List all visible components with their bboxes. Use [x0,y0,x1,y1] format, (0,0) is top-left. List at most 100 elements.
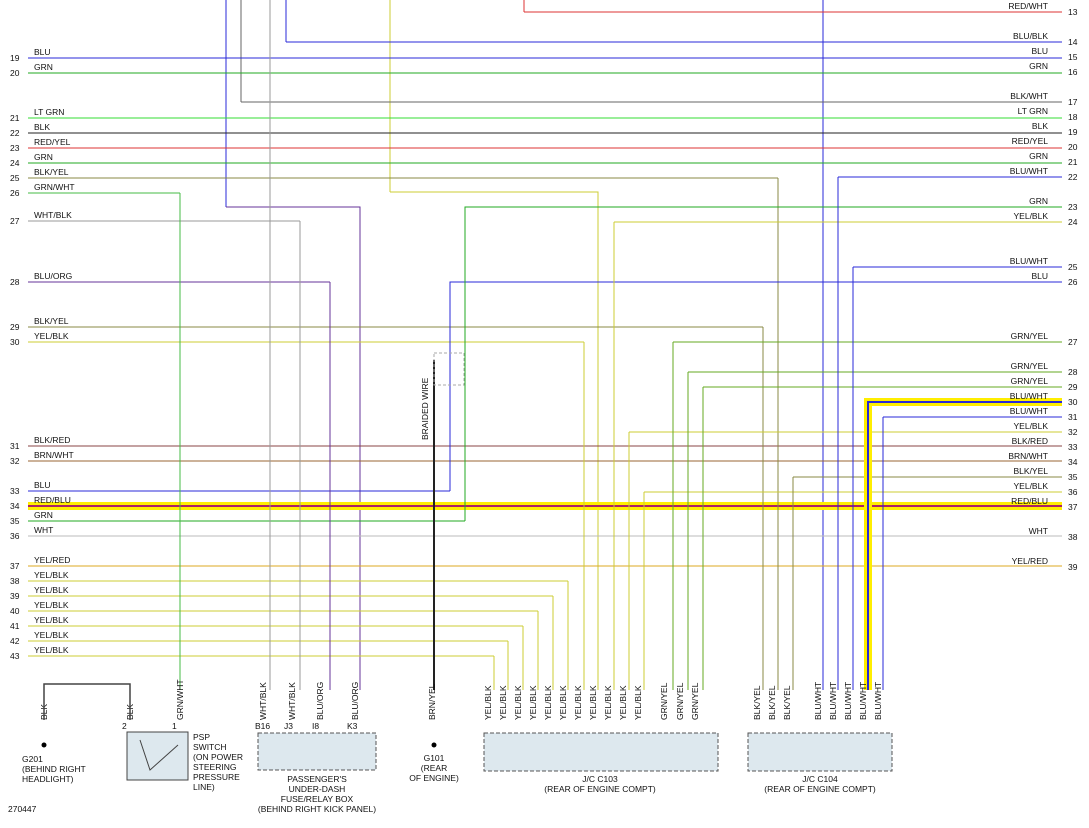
left-wire-label: BLK/RED [34,435,70,445]
jc-c104-label: J/C C104 [802,774,838,784]
right-wire-number: 35 [1068,472,1078,482]
right-wire-number: 16 [1068,67,1078,77]
connector-wire-label: YEL/BLK [588,685,598,720]
jc-c103-label: J/C C103 [582,774,618,784]
right-wire-number: 17 [1068,97,1078,107]
connector-wire-label: YEL/BLK [618,685,628,720]
right-wire-number: 36 [1068,487,1078,497]
right-wire-number: 33 [1068,442,1078,452]
jc-c103-label: (REAR OF ENGINE COMPT) [544,784,656,794]
left-wire-label: BLU [34,480,51,490]
connector-pin: B16 [255,721,270,731]
connector-wire-label: BRN/YEL [427,683,437,720]
left-wire-number: 36 [10,531,20,541]
right-wire-label: BRN/WHT [1008,451,1048,461]
connector-wire-label: YEL/BLK [573,685,583,720]
g201-label: G201 [22,754,43,764]
jc-c103-box [483,732,719,772]
connector-wire-label-text: YEL/BLK [618,685,628,720]
left-wire-label: GRN [34,152,53,162]
connector-wire-label: WHT/BLK [258,682,268,720]
connector-wire-label: BLK/YEL [752,685,762,720]
g101-label: OF ENGINE) [409,773,459,783]
right-wire-number: 29 [1068,382,1078,392]
left-wire-label: GRN/WHT [34,182,75,192]
left-wire-label: LT GRN [34,107,64,117]
connector-wire-label: GRN/YEL [690,682,700,720]
right-wire-label: BLK/RED [1012,436,1048,446]
connector-wire-label: YEL/BLK [633,685,643,720]
fuse-box-label: (BEHIND RIGHT KICK PANEL) [258,804,376,814]
connector-wire-label: YEL/BLK [483,685,493,720]
left-wire-label: YEL/BLK [34,585,69,595]
connector-wire-label: YEL/BLK [543,685,553,720]
left-wire-label: WHT [34,525,53,535]
right-wire-label: GRN/YEL [1011,361,1049,371]
connector-wire-label-text: BLK/YEL [752,685,762,720]
right-wire-number: 14 [1068,37,1078,47]
right-wire-number: 24 [1068,217,1078,227]
connector-wire-label: BLU/WHT [813,682,823,720]
left-wire-label: YEL/BLK [34,615,69,625]
left-wire-label: YEL/BLK [34,600,69,610]
connector-wire-label: YEL/BLK [603,685,613,720]
left-wire-number: 35 [10,516,20,526]
left-wire-label: YEL/BLK [34,570,69,580]
connector-wire-label-text: WHT/BLK [287,682,297,720]
right-wire-number: 39 [1068,562,1078,572]
right-wire-label: BLK/YEL [1014,466,1049,476]
connector-wire-label-text: BLK/YEL [782,685,792,720]
connector-wire-label-text: BLK/YEL [767,685,777,720]
connector-wire-label: YEL/BLK [528,685,538,720]
connector-pin: K3 [347,721,358,731]
left-wire-number: 32 [10,456,20,466]
left-wire-number: 41 [10,621,20,631]
connector-wire-label-text: BLU/WHT [813,682,823,720]
right-wire-label: GRN/YEL [1011,331,1049,341]
connector-wire-label-text: BLU/WHT [828,682,838,720]
right-wire-label: YEL/BLK [1014,211,1049,221]
connector-wire-label: WHT/BLK [287,682,297,720]
left-wire-label: GRN [34,62,53,72]
left-wire-number: 22 [10,128,20,138]
right-wire-number: 19 [1068,127,1078,137]
right-wire-label: RED/WHT [1008,1,1048,11]
connector-pin: 1 [172,721,177,731]
connector-wire-label-text: YEL/BLK [483,685,493,720]
left-wire-label: WHT/BLK [34,210,72,220]
right-wire-label: BLU [1031,46,1048,56]
right-wire-label: BLU/WHT [1010,256,1048,266]
left-wire-number: 29 [10,322,20,332]
right-wire-number: 22 [1068,172,1078,182]
connector-wire-label-text: BLU/WHT [843,682,853,720]
right-wire-label: GRN/YEL [1011,376,1049,386]
connector-wire-label-text: BRN/YEL [427,683,437,720]
right-wire-label: RED/YEL [1012,136,1049,146]
connector-wire-label: BLU/WHT [858,682,868,720]
right-wire-label: GRN [1029,151,1048,161]
right-wire-number: 26 [1068,277,1078,287]
connector-wire-label: YEL/BLK [498,685,508,720]
g201-label: HEADLIGHT) [22,774,74,784]
right-wire-number: 30 [1068,397,1078,407]
ground-icon [431,742,437,748]
connector-wire-label: GRN/YEL [659,682,669,720]
right-wire-label: YEL/BLK [1014,421,1049,431]
right-wire-label: BLK/WHT [1010,91,1048,101]
right-wire-number: 13 [1068,7,1078,17]
right-wire-label: BLU [1031,271,1048,281]
connector-wire-label-text: YEL/BLK [633,685,643,720]
left-wire-number: 26 [10,188,20,198]
left-wire-number: 24 [10,158,20,168]
left-wire-number: 21 [10,113,20,123]
psp-label: PSP [193,732,210,742]
wire [390,191,599,690]
left-wire-label: BRN/WHT [34,450,74,460]
right-wire-number: 18 [1068,112,1078,122]
left-wire-number: 43 [10,651,20,661]
psp-label: SWITCH [193,742,227,752]
left-wire-label: GRN [34,510,53,520]
fuse-box-label: PASSENGER'S [287,774,347,784]
